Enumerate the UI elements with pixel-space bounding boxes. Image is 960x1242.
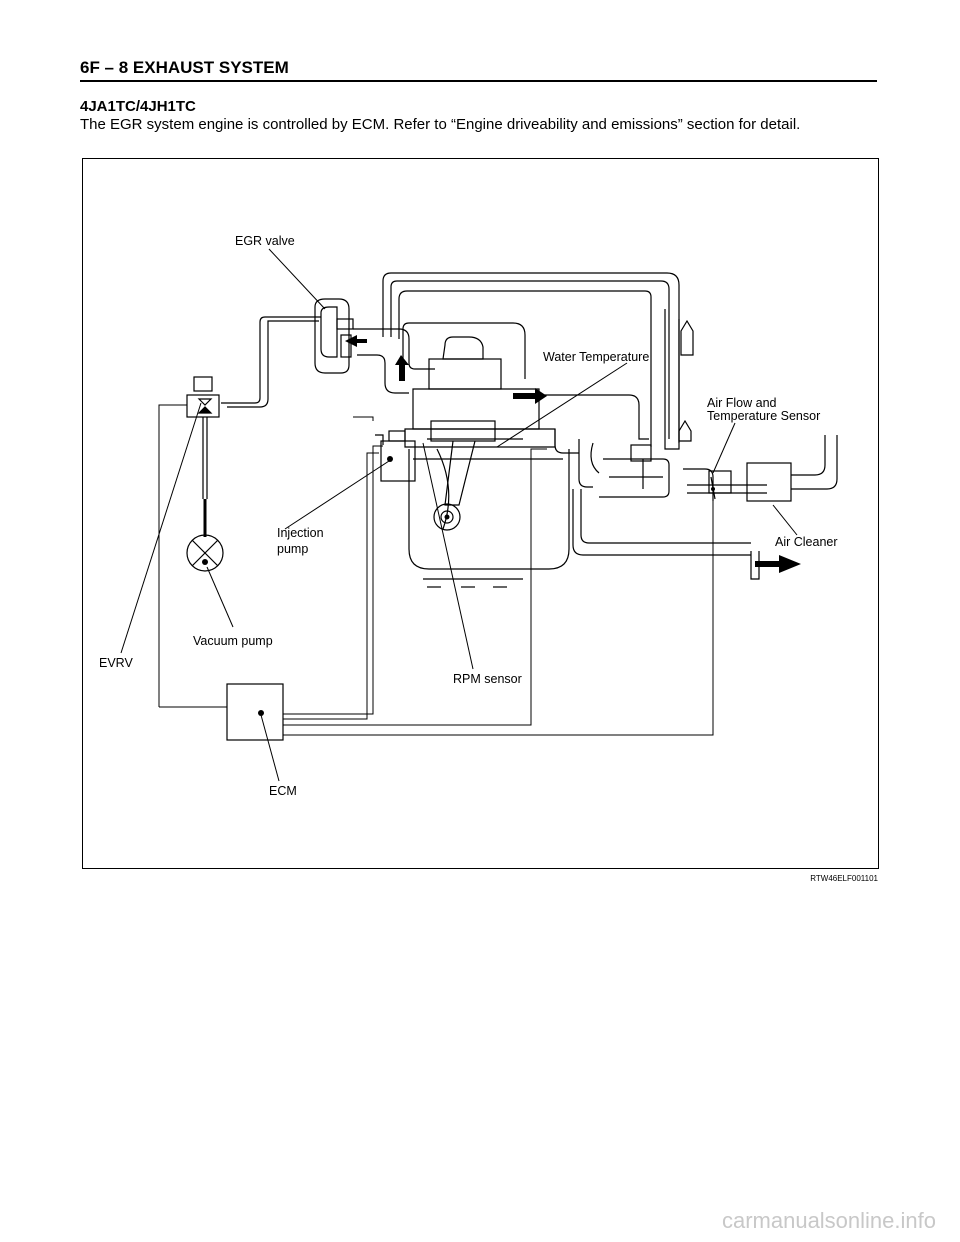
label-egr-valve: EGR valve: [235, 234, 295, 248]
label-vacuum-pump: Vacuum pump: [193, 634, 273, 648]
label-air-flow-line2: Temperature Sensor: [707, 409, 820, 423]
page-header: 6F – 8 EXHAUST SYSTEM: [80, 58, 877, 82]
label-rpm-sensor: RPM sensor: [453, 672, 522, 686]
figure-code: RTW46ELF001101: [810, 874, 878, 883]
label-injection-line1: Injection: [277, 526, 324, 540]
vacuum-hose: [221, 316, 321, 404]
site-watermark: carmanualsonline.info: [721, 1208, 936, 1233]
section-title: 6F – 8 EXHAUST SYSTEM: [80, 58, 289, 77]
label-ecm: ECM: [269, 784, 297, 798]
label-injection-line2: pump: [277, 542, 308, 556]
label-air-cleaner: Air Cleaner: [775, 535, 838, 549]
egr-system-diagram: EGR valve Water Temperature Air Flow and…: [82, 158, 879, 869]
intro-paragraph: The EGR system engine is controlled by E…: [80, 116, 801, 133]
egr-valve-shape: [314, 298, 354, 374]
label-evrv: EVRV: [99, 656, 133, 670]
ecm-wiring: [158, 404, 187, 707]
vacuum-pump-shape: [186, 534, 224, 572]
diagram-canvas: EGR valve Water Temperature Air Flow and…: [99, 234, 838, 798]
ecm-shape: [226, 683, 284, 741]
label-air-flow-line1: Air Flow and: [707, 396, 777, 410]
label-water-temperature: Water Temperature: [543, 350, 649, 364]
engine-model-heading: 4JA1TC/4JH1TC: [80, 98, 196, 115]
engine-block-shape: [404, 336, 570, 588]
injection-pump-shape: [375, 430, 416, 482]
